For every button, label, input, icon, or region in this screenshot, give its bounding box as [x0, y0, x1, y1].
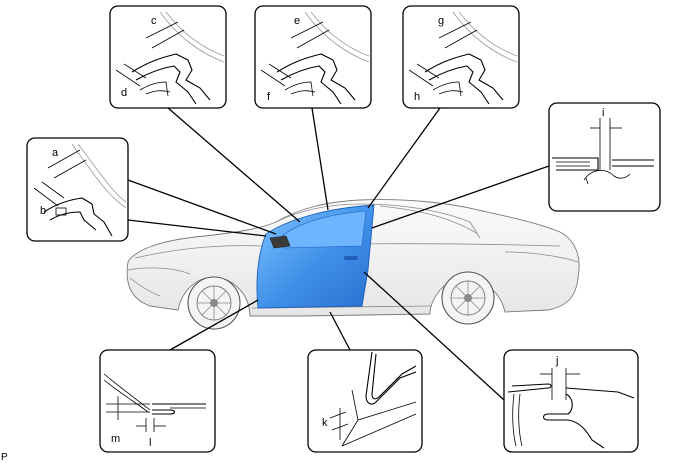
figure-code: P: [1, 452, 8, 463]
car-rear-panel: [504, 251, 579, 263]
leader-left-2: [127, 219, 267, 237]
leader-top-middle: [311, 107, 329, 211]
front-wheel: [187, 276, 241, 330]
car-front-bumper: [127, 267, 191, 275]
car-hood-line: [134, 245, 263, 259]
car-illustration: [126, 199, 580, 330]
callout-top-left: c d: [109, 5, 227, 109]
label-b: b: [40, 205, 46, 217]
label-e: e: [294, 15, 300, 27]
label-i: i: [602, 107, 604, 119]
callout-top-middle: e f: [254, 5, 372, 109]
label-l: l: [149, 437, 151, 449]
car-rear-window: [379, 205, 479, 235]
callout-top-right: g h: [402, 5, 520, 109]
door-handle: [344, 256, 358, 260]
callout-bottom-middle: k: [307, 349, 423, 453]
leader-bottom-right: [363, 271, 505, 401]
front-door-window: [281, 210, 367, 249]
callout-bottom-right: j: [503, 349, 639, 453]
label-m: m: [111, 433, 120, 445]
callout-left: a b: [26, 137, 129, 242]
rear-wheel: [441, 271, 495, 325]
callout-bottom-left: m l: [99, 349, 216, 453]
label-j: j: [555, 355, 558, 367]
leader-lines: [127, 107, 550, 401]
label-d: d: [121, 87, 127, 99]
leader-bottom-left: [169, 299, 259, 351]
label-h: h: [414, 91, 420, 103]
label-g: g: [438, 15, 444, 27]
leader-left: [127, 179, 277, 235]
leader-right: [371, 165, 550, 229]
car-roofline: [275, 203, 481, 239]
leader-top-right: [367, 107, 441, 209]
label-k: k: [322, 417, 328, 429]
car-grille: [129, 277, 161, 297]
callout-right: i: [548, 102, 661, 212]
side-mirror: [269, 235, 291, 249]
label-c: c: [151, 15, 157, 27]
leader-bottom-middle: [329, 311, 351, 351]
label-a: a: [52, 147, 59, 159]
leader-top-left: [167, 107, 301, 223]
label-f: f: [267, 91, 271, 103]
